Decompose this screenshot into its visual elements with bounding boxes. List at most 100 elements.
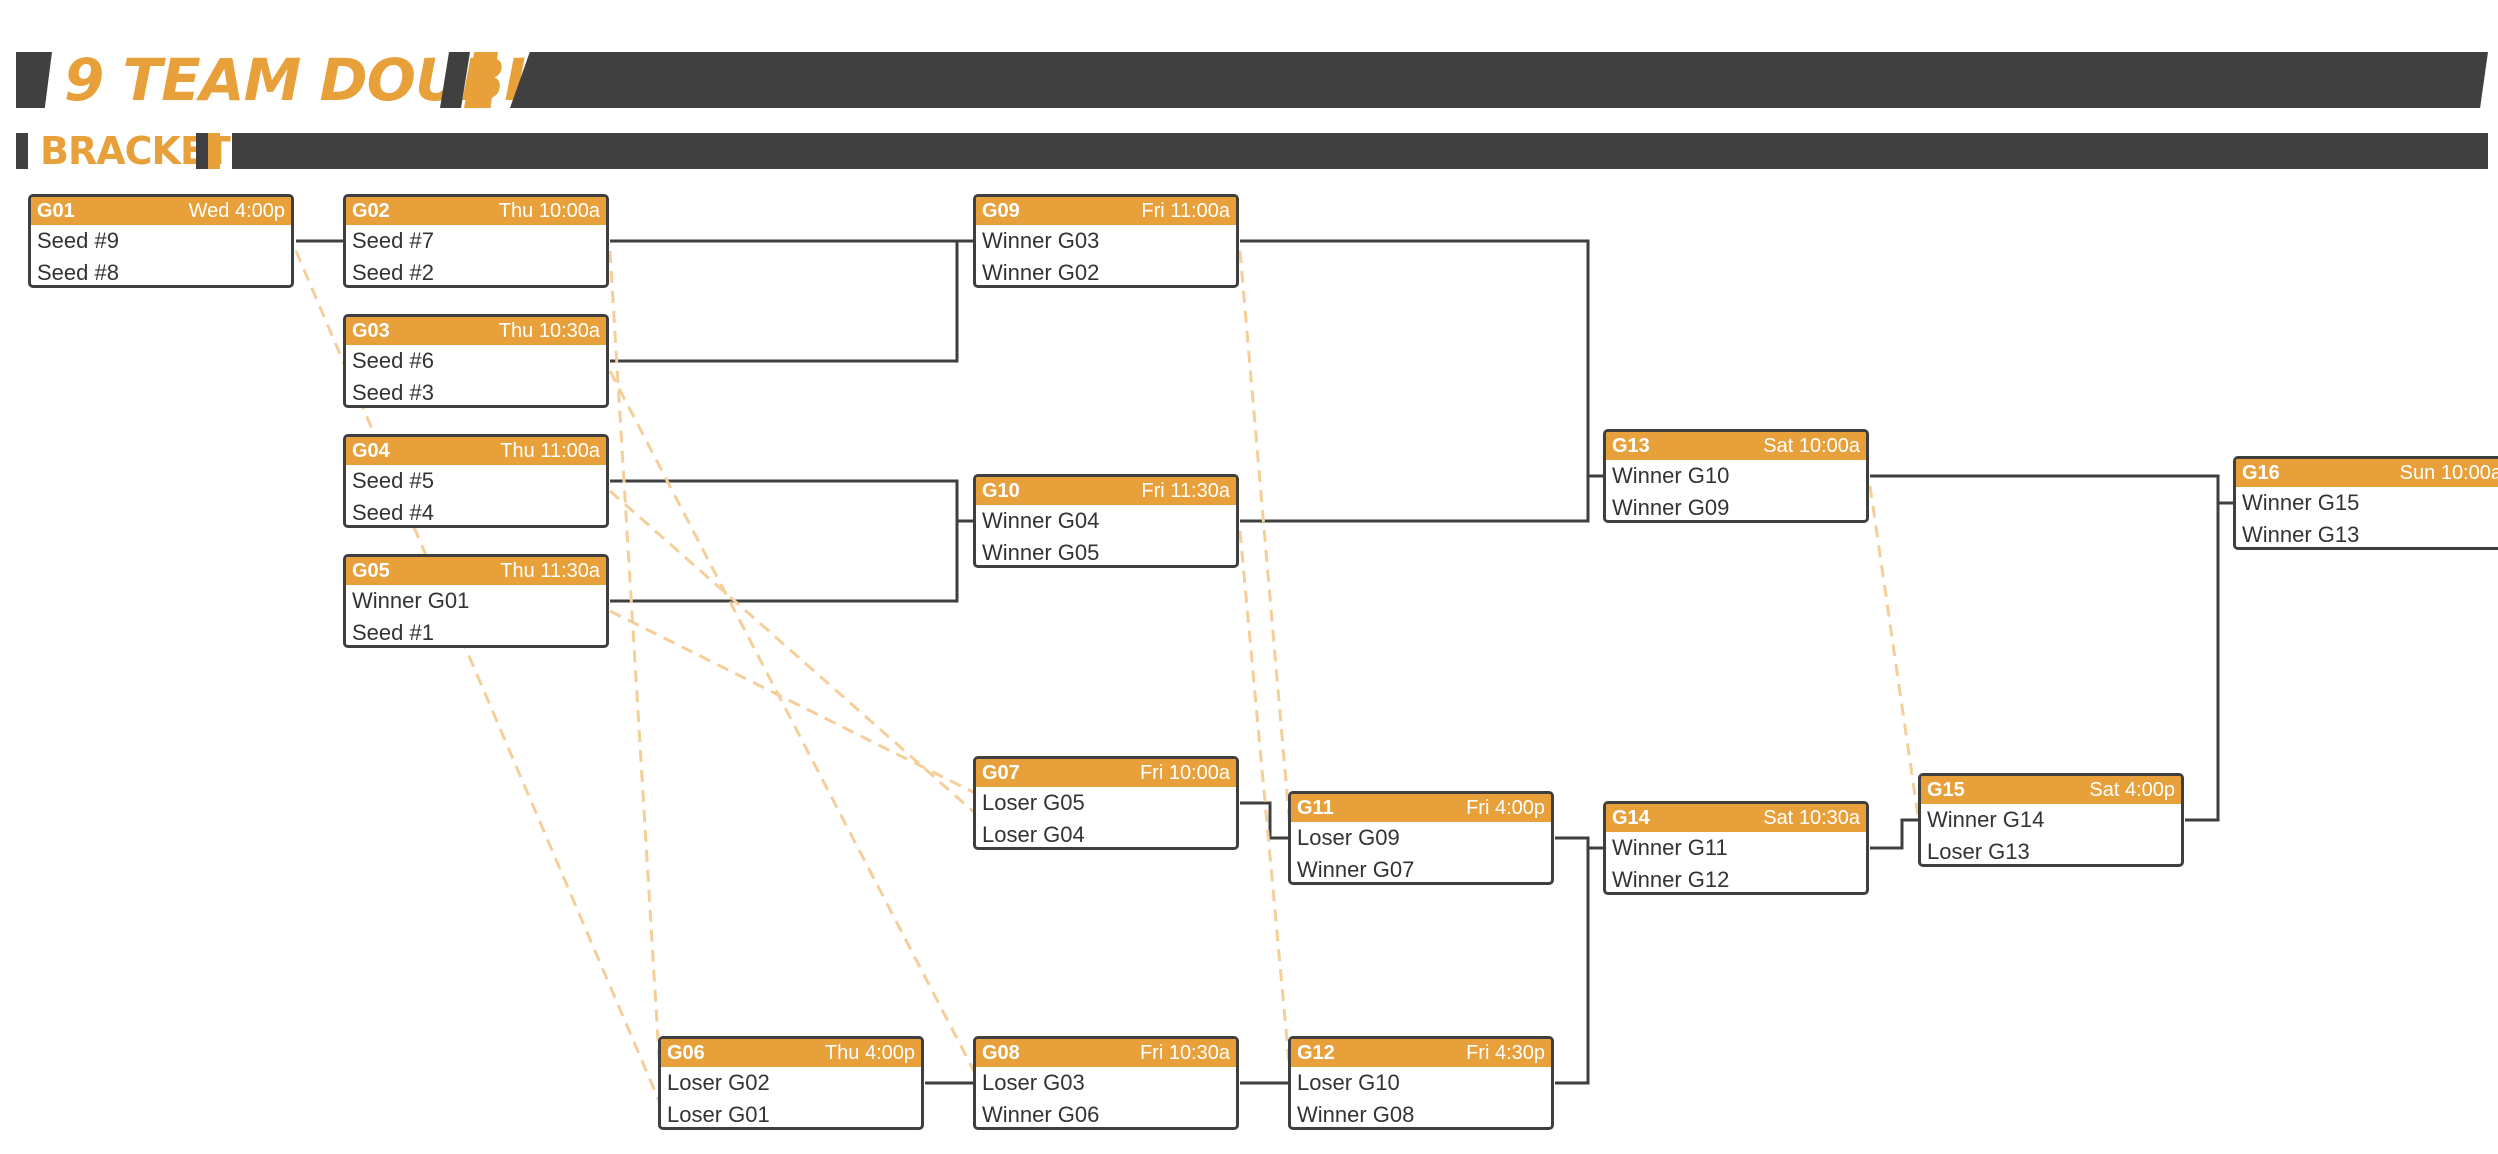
game-id: G10 — [982, 480, 1020, 502]
team-slot-1: Winner G15 — [2242, 490, 2360, 515]
game-time: Thu 10:30a — [498, 320, 600, 342]
team-slot-2: Seed #4 — [352, 500, 434, 525]
game-g01: G01 Wed 4:00p Seed #9 Seed #8 — [28, 194, 294, 288]
team-slot-1: Loser G09 — [1297, 825, 1400, 850]
game-id: G14 — [1612, 807, 1650, 829]
loser-g03-g08 — [608, 370, 977, 1074]
subtitle-dark-accent — [196, 133, 208, 169]
team-slot-2: Winner G07 — [1297, 857, 1415, 882]
game-time: Fri 10:30a — [1139, 1042, 1230, 1064]
team-slot-2: Seed #1 — [352, 620, 434, 645]
subtitle-banner-bar — [232, 133, 2488, 169]
game-id: G06 — [667, 1042, 705, 1064]
connector-g12-g14 — [1555, 848, 1590, 1085]
game-time: Thu 4:00p — [824, 1042, 915, 1064]
game-id: G13 — [1612, 435, 1650, 457]
game-g13: G13 Sat 10:00a Winner G10 Winner G09 — [1603, 429, 1869, 523]
game-id: G09 — [982, 200, 1020, 222]
team-slot-1: Winner G03 — [982, 228, 1100, 253]
team-slot-2: Winner G09 — [1612, 495, 1730, 520]
game-time: Fri 11:00a — [1141, 200, 1230, 222]
game-header: G02 Thu 10:00a — [346, 197, 606, 225]
team-slot-2: Winner G13 — [2242, 522, 2360, 547]
game-id: G05 — [352, 560, 390, 582]
loser-g04-g07 — [609, 489, 976, 815]
game-g14: G14 Sat 10:30a Winner G11 Winner G12 — [1603, 801, 1869, 895]
team-slot-1: Winner G14 — [1927, 807, 2045, 832]
loser-g09-g11 — [1238, 250, 1292, 829]
team-slot-1: Seed #6 — [352, 348, 434, 373]
team-slot-2: Seed #2 — [352, 260, 434, 285]
team-slot-1: Winner G11 — [1612, 835, 1728, 860]
team-slot-2: Loser G13 — [1927, 839, 2030, 864]
connector-g05-g10 — [610, 521, 959, 603]
team-slot-1: Loser G10 — [1297, 1070, 1400, 1095]
team-slot-1: Winner G01 — [352, 588, 470, 613]
loser-connectors — [294, 250, 1922, 1104]
team-slot-2: Winner G02 — [982, 260, 1100, 285]
game-time: Fri 11:30a — [1141, 480, 1230, 502]
connector-g07-g11 — [1240, 801, 1290, 840]
game-id: G12 — [1297, 1042, 1335, 1064]
team-slot-1: Loser G02 — [667, 1070, 770, 1095]
connector-g13-g16 — [1870, 474, 2235, 505]
game-time: Sun 10:00a — [2399, 462, 2498, 484]
game-time: Thu 10:00a — [498, 200, 600, 222]
subtitle-orange-accent — [208, 133, 220, 169]
game-id: G11 — [1297, 797, 1334, 819]
game-time: Wed 4:00p — [188, 200, 285, 222]
team-slot-1: Loser G03 — [982, 1070, 1085, 1095]
game-id: G16 — [2242, 462, 2280, 484]
game-header: G06 Thu 4:00p — [661, 1039, 921, 1067]
game-header: G10 Fri 11:30a — [976, 477, 1236, 505]
connector-g04-g10 — [610, 479, 975, 523]
game-time: Sat 10:30a — [1763, 807, 1860, 829]
team-slot-2: Seed #8 — [37, 260, 119, 285]
team-slot-1: Winner G10 — [1612, 463, 1730, 488]
connector-g15-g16 — [2185, 503, 2220, 822]
game-time: Thu 11:00a — [500, 440, 600, 462]
game-g09: G09 Fri 11:00a Winner G03 Winner G02 — [973, 194, 1239, 288]
game-g16: G16 Sun 10:00a Winner G15 Winner G13 — [2233, 456, 2498, 550]
loser-g13-g15 — [1868, 485, 1922, 831]
game-header: G11 Fri 4:00p — [1291, 794, 1551, 822]
connector-g11-g14 — [1555, 836, 1605, 850]
team-slot-2: Winner G08 — [1297, 1102, 1415, 1127]
game-header: G01 Wed 4:00p — [31, 197, 291, 225]
game-header: G13 Sat 10:00a — [1606, 432, 1866, 460]
loser-g10-g12 — [1238, 530, 1292, 1074]
game-id: G01 — [37, 200, 75, 222]
loser-g05-g07 — [609, 609, 976, 795]
subtitle-left-stripe — [16, 133, 28, 169]
game-time: Fri 4:00p — [1466, 797, 1545, 819]
team-slot-1: Seed #7 — [352, 228, 434, 253]
team-slot-1: Seed #9 — [37, 228, 119, 253]
game-id: G02 — [352, 200, 390, 222]
team-slot-1: Loser G05 — [982, 790, 1085, 815]
game-time: Sat 10:00a — [1763, 435, 1860, 457]
winner-connectors — [296, 239, 2235, 1085]
team-slot-2: Winner G12 — [1612, 867, 1730, 892]
team-slot-2: Loser G01 — [667, 1102, 770, 1127]
loser-g02-g06 — [608, 250, 662, 1074]
title-banner-bar — [510, 52, 2488, 108]
game-time: Sat 4:00p — [2089, 779, 2175, 801]
team-slot-2: Winner G06 — [982, 1102, 1100, 1127]
game-id: G07 — [982, 762, 1020, 784]
game-g11: G11 Fri 4:00p Loser G09 Winner G07 — [1288, 791, 1554, 885]
team-slot-1: Winner G04 — [982, 508, 1100, 533]
